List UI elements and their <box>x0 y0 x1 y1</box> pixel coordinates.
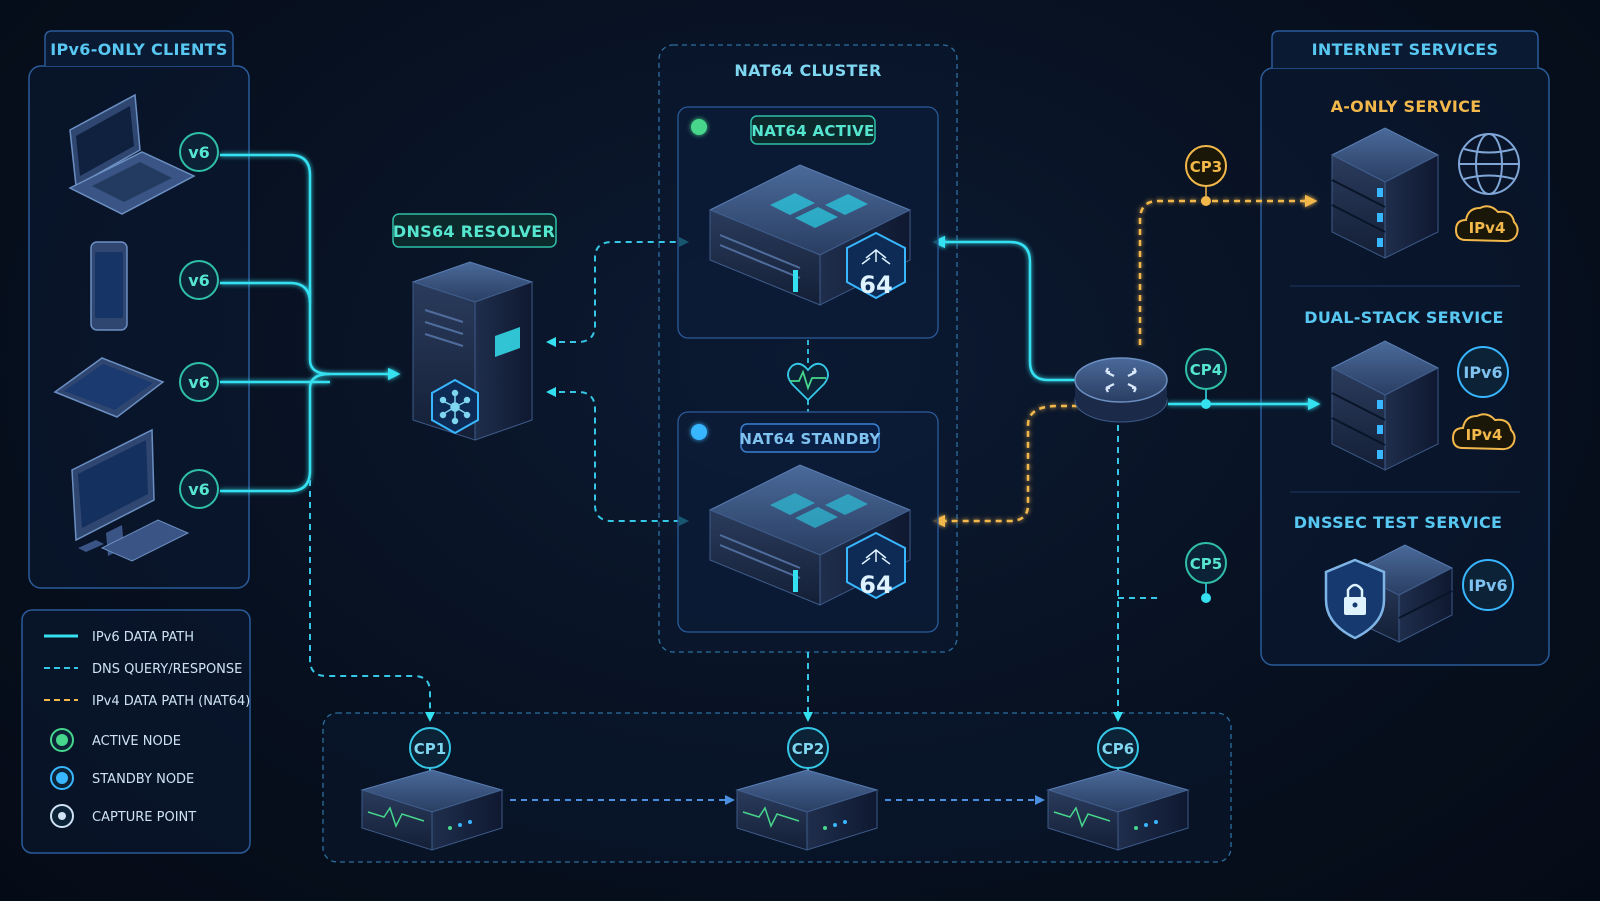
a-only-service: A-ONLY SERVICE <box>1331 97 1482 259</box>
expand-arrows-icon <box>861 549 891 565</box>
ipv6-badge: IPv6 <box>1462 559 1514 611</box>
client-badge-label: v6 <box>188 480 210 499</box>
cp-label: CP1 <box>414 740 446 758</box>
cluster-title: NAT64 CLUSTER <box>734 61 881 80</box>
waveform-icon <box>367 806 425 828</box>
cp-label: CP6 <box>1102 740 1134 758</box>
legend-label: DNS QUERY/RESPONSE <box>92 662 242 677</box>
nat64-active-title: NAT64 ACTIVE <box>751 122 874 140</box>
service-title: DNSSEC TEST SERVICE <box>1294 513 1503 532</box>
globe-icon <box>1458 133 1520 195</box>
dns64-title: DNS64 RESOLVER <box>393 222 555 241</box>
router-icon <box>1074 357 1168 423</box>
service-badge: IPv4 <box>1466 426 1503 444</box>
clients-title: IPv6-ONLY CLIENTS <box>50 40 227 59</box>
capture-paths <box>510 425 1317 805</box>
legend-label: STANDBY NODE <box>92 772 194 787</box>
dns64-resolver: DNS64 RESOLVER <box>392 213 557 441</box>
clients-panel: IPv6-ONLY CLIENTS <box>28 30 250 589</box>
cp-label: CP3 <box>1190 158 1222 176</box>
nat64-active-badge: 64 <box>859 271 892 299</box>
legend-label: ACTIVE NODE <box>92 734 181 749</box>
capture-appliance-1: CP1 <box>360 727 504 851</box>
legend-label: CAPTURE POINT <box>92 810 196 825</box>
ipv4-cloud-badge: IPv4 <box>1454 205 1519 243</box>
client-badge-1: v6 <box>179 132 219 172</box>
router-paths <box>932 194 1321 528</box>
capture-dots <box>1201 186 1211 603</box>
cp-label: CP5 <box>1190 555 1222 573</box>
service-title: DUAL-STACK SERVICE <box>1304 308 1503 327</box>
heartbeat-icon <box>787 362 829 402</box>
service-title: A-ONLY SERVICE <box>1331 97 1482 116</box>
capture-point-cp3: CP3 <box>1185 145 1227 187</box>
network-hub-icon <box>439 389 471 425</box>
capture-point-cp5: CP5 <box>1185 542 1227 584</box>
nat64-standby-badge: 64 <box>859 571 892 599</box>
dual-stack-service: DUAL-STACK SERVICE <box>1304 308 1503 471</box>
ipv4-cloud-badge: IPv4 <box>1451 413 1516 451</box>
client-badge-label: v6 <box>188 271 210 290</box>
desktop-icon <box>71 428 190 562</box>
waveform-icon <box>1053 806 1111 828</box>
nat64-active-node: NAT64 ACTIVE 64 <box>677 106 939 339</box>
ipv6-client-paths <box>220 153 401 493</box>
phone-icon <box>90 241 128 331</box>
active-status-dot <box>691 119 707 135</box>
service-badge: IPv4 <box>1469 219 1506 237</box>
service-badge: IPv6 <box>1468 576 1507 595</box>
ipv6-badge: IPv6 <box>1457 346 1509 398</box>
cp-label: CP4 <box>1190 361 1222 379</box>
legend: IPv6 DATA PATH DNS QUERY/RESPONSE IPv4 D… <box>44 630 250 828</box>
capture-appliance-2: CP2 <box>735 727 879 851</box>
capture-appliance-6: CP6 <box>1046 727 1190 851</box>
cp-label: CP2 <box>792 740 824 758</box>
legend-label: IPv4 DATA PATH (NAT64) <box>92 694 250 709</box>
nat64-standby-node: NAT64 STANDBY 64 <box>677 411 939 633</box>
legend-panel <box>21 609 251 854</box>
client-badge-label: v6 <box>188 143 210 162</box>
expand-arrows-icon <box>861 249 891 265</box>
client-badge-label: v6 <box>188 373 210 392</box>
service-badge: IPv6 <box>1463 363 1502 382</box>
client-badge-2: v6 <box>179 260 219 300</box>
tablet-icon <box>53 357 165 418</box>
client-badge-4: v6 <box>179 469 219 509</box>
internet-title: INTERNET SERVICES <box>1312 40 1499 59</box>
legend-label: IPv6 DATA PATH <box>92 630 194 645</box>
waveform-icon <box>742 806 800 828</box>
laptop-icon <box>68 93 196 215</box>
nat64-standby-title: NAT64 STANDBY <box>739 430 881 448</box>
shield-lock-icon <box>1324 558 1386 640</box>
standby-status-dot <box>691 424 707 440</box>
client-badge-3: v6 <box>179 362 219 402</box>
capture-point-cp4: CP4 <box>1185 348 1227 390</box>
dns-paths <box>309 237 689 722</box>
